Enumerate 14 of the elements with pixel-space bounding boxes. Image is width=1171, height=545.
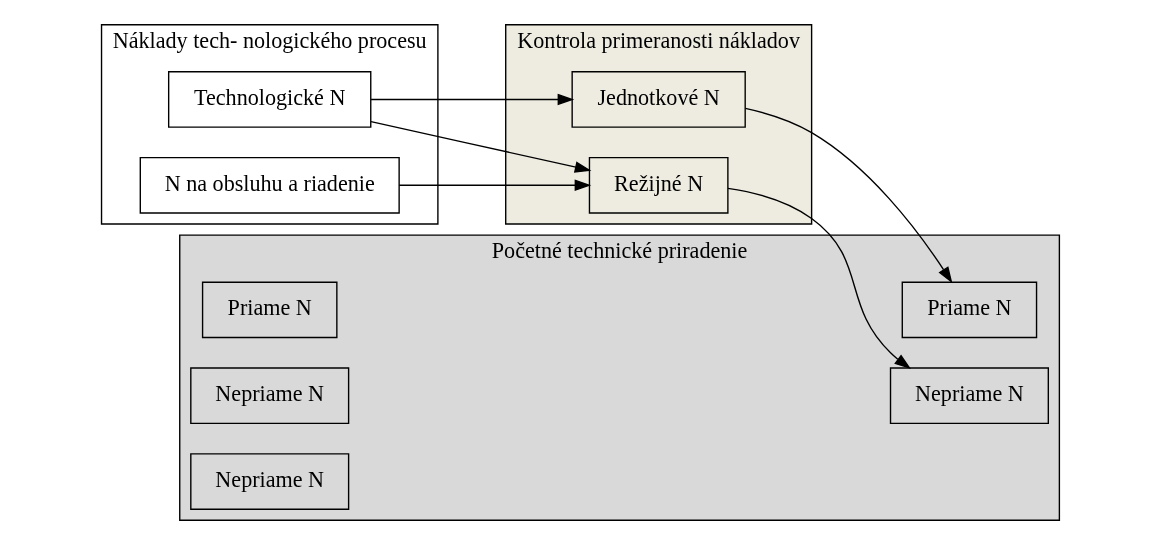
node-box: Nepriame N [189, 453, 349, 510]
node-box: Jednotkové N [570, 71, 746, 128]
node-box: Nepriame N [189, 367, 349, 425]
arrow [369, 121, 591, 173]
node-box: Priame N [901, 281, 1037, 339]
arrow [726, 187, 911, 369]
arrow [369, 93, 574, 106]
node-box: Technologické N [167, 71, 371, 128]
node-box: Priame N [201, 281, 338, 339]
node-box: Nepriame N [889, 367, 1049, 425]
arrow [397, 179, 591, 192]
node-box: Režijné N [588, 156, 729, 214]
node-box: N na obsluhu a riadenie [139, 156, 400, 214]
arrow [744, 107, 952, 284]
